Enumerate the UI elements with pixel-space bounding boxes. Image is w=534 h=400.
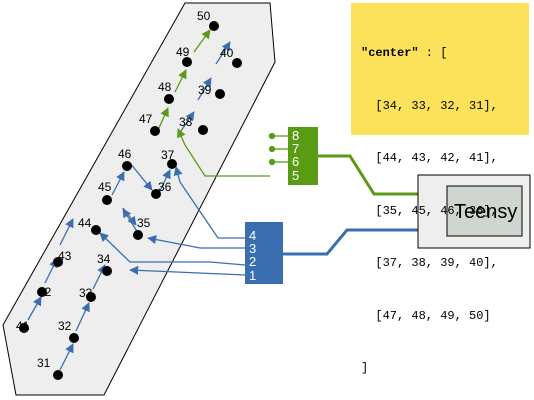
led-label-44: 44 [78,216,92,230]
led-37 [167,159,177,169]
green-pin-6: 6 [292,154,299,169]
led-label-39: 39 [198,83,212,97]
teensy-board: Teensy [417,174,531,249]
led-dots [19,21,242,380]
green-pin-stubs [268,132,288,166]
led-label-37: 37 [161,148,175,162]
code-row: [35, 45, 46, 36], [361,203,498,218]
green-header: 8 7 6 5 [288,127,318,185]
led-label-46: 46 [118,147,132,161]
led-40 [232,58,242,68]
code-separator: : [ [418,46,448,60]
led-38 [198,125,208,135]
led-46 [122,161,132,171]
code-header-line: "center" : [ [361,45,519,63]
led-label-43: 43 [58,249,72,263]
led-39 [215,89,225,99]
led-label-31: 31 [37,356,51,370]
led-label-48: 48 [158,80,172,94]
led-49 [182,57,192,67]
led-32 [69,333,79,343]
led-label-45: 45 [98,180,112,194]
blue-led-chain [27,41,231,371]
green-led-chain [157,29,211,131]
led-33 [86,292,96,302]
led-35 [133,230,143,240]
led-label-38: 38 [179,115,193,129]
led-board-panel [2,2,276,396]
code-row: [37, 38, 39, 40], [361,256,498,270]
led-label-40: 40 [220,46,234,60]
led-45 [102,195,112,205]
code-row: [47, 48, 49, 50] [361,308,491,323]
led-label-34: 34 [97,252,111,266]
blue-cable [283,228,418,256]
center-mapping-code: "center" : [ [34, 33, 32, 31], [44, 43, … [351,3,529,375]
blue-pin-3: 3 [249,241,256,256]
green-data-wire [177,128,270,177]
led-label-36: 36 [158,180,172,194]
led-47 [150,126,160,136]
led-36 [151,189,161,199]
led-labels: 31 32 33 34 35 36 37 38 39 40 41 42 43 4… [16,9,234,370]
teensy-label: Teensy [454,201,517,223]
led-50 [209,21,219,31]
blue-pin-1: 1 [249,268,256,283]
led-43 [53,257,63,267]
led-42 [37,287,47,297]
blue-pin-4: 4 [249,228,256,243]
led-label-35: 35 [137,216,151,230]
led-48 [164,94,174,104]
blue-data-wires [99,166,246,276]
green-pin-5: 5 [292,168,299,183]
led-31 [53,370,63,380]
led-label-42: 42 [38,285,52,299]
code-row: [34, 33, 32, 31], [361,98,498,113]
led-34 [102,266,112,276]
led-label-49: 49 [176,45,190,59]
led-44 [91,225,101,235]
led-label-50: 50 [197,9,211,23]
code-key: "center" [361,46,419,60]
green-pin-8: 8 [292,128,299,143]
green-cable [318,154,418,196]
code-close: ] [361,361,369,375]
led-41 [19,323,29,333]
led-label-47: 47 [139,112,153,126]
led-label-32: 32 [58,319,72,333]
green-pin-7: 7 [292,141,299,156]
blue-header: 4 3 2 1 [245,222,283,284]
led-label-41: 41 [16,319,30,333]
code-row: [44, 43, 42, 41], [361,151,498,165]
led-label-33: 33 [79,286,93,300]
blue-pin-2: 2 [249,254,256,269]
